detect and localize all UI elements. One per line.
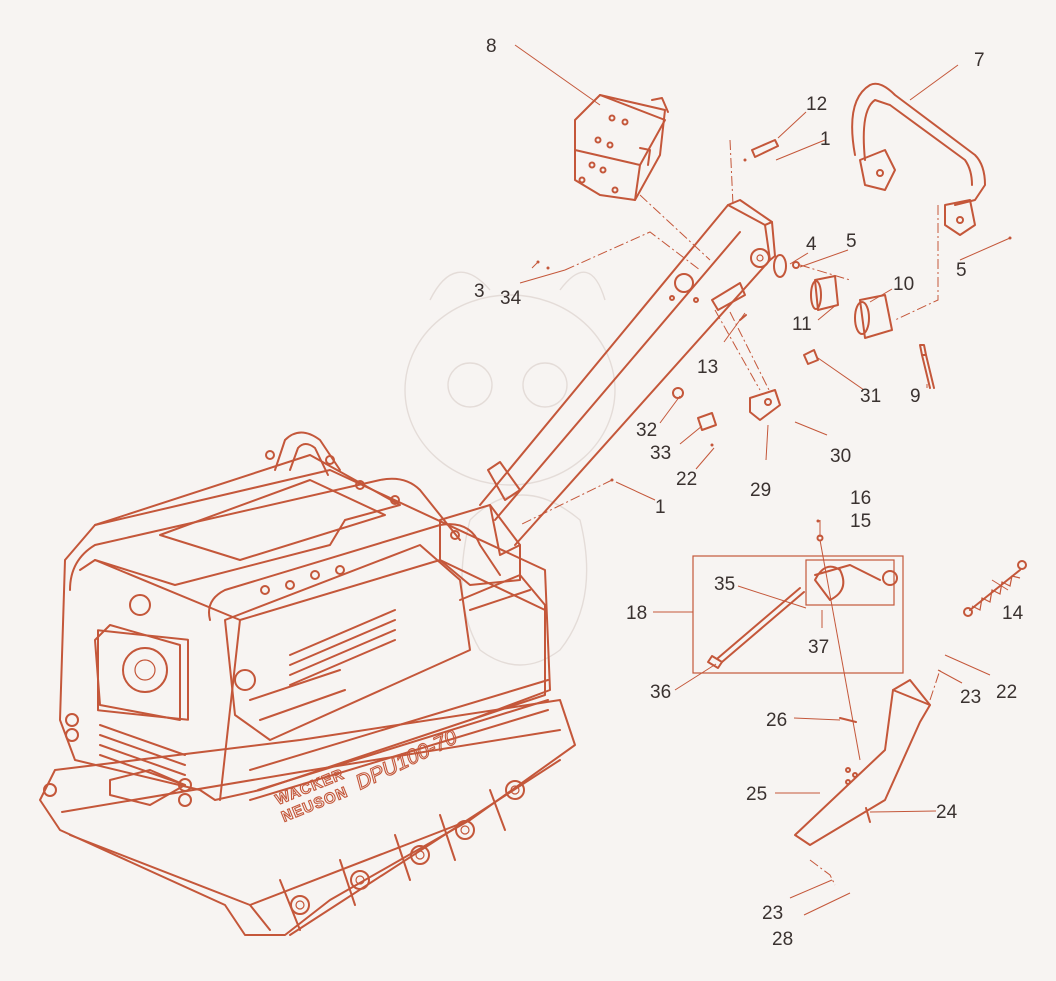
callout-26: 26 <box>766 710 787 731</box>
callout-18: 18 <box>626 603 647 624</box>
callout-30: 30 <box>830 446 851 467</box>
watermark-mascot <box>404 271 616 666</box>
part-25-bracket <box>794 679 931 846</box>
callout-7: 7 <box>974 50 985 71</box>
guide-handle <box>479 199 776 546</box>
part-8-cover <box>574 94 669 201</box>
callout-9: 9 <box>910 386 921 407</box>
callout-11: 11 <box>792 314 812 335</box>
callout-1-top: 1 <box>820 129 831 150</box>
callout-14: 14 <box>1002 603 1024 624</box>
part-7-handle-bail <box>851 82 986 236</box>
part-14-spring <box>963 560 1027 617</box>
callout-37: 37 <box>808 637 829 658</box>
callout-5-center: 5 <box>846 231 857 252</box>
callout-16: 16 <box>850 488 871 509</box>
callout-3: 3 <box>474 281 485 302</box>
callout-25: 25 <box>746 784 767 805</box>
callout-23-upper: 23 <box>960 687 981 708</box>
callout-36: 36 <box>650 682 671 703</box>
machine-body: WACKER NEUSON DPU100-70 <box>39 431 576 936</box>
callout-22-upper: 22 <box>676 469 697 490</box>
callout-12: 12 <box>806 94 827 115</box>
shaft-parts <box>773 254 935 389</box>
callout-35: 35 <box>714 574 735 595</box>
callout-31: 31 <box>860 386 881 407</box>
small-hardware <box>536 139 1012 542</box>
callout-5-right: 5 <box>956 260 967 281</box>
callout-labels: 8 7 12 1 4 5 5 10 11 3 34 13 31 9 32 33 … <box>474 36 1024 950</box>
callout-33: 33 <box>650 443 671 464</box>
callout-32: 32 <box>636 420 657 441</box>
callout-8: 8 <box>486 36 497 57</box>
callout-24: 24 <box>936 802 958 823</box>
callout-15: 15 <box>850 511 871 532</box>
part-18-throttle-assembly <box>692 555 904 674</box>
assembly-frame <box>692 555 904 674</box>
callout-1-mid: 1 <box>655 497 666 518</box>
callout-4: 4 <box>806 234 817 255</box>
leader-lines <box>514 44 1011 916</box>
callout-28: 28 <box>772 929 793 950</box>
callout-23-lower: 23 <box>762 903 783 924</box>
callout-10: 10 <box>893 274 914 295</box>
callout-34: 34 <box>500 288 522 309</box>
callout-13: 13 <box>697 357 718 378</box>
callout-22-lower: 22 <box>996 682 1017 703</box>
callout-29: 29 <box>750 480 771 501</box>
